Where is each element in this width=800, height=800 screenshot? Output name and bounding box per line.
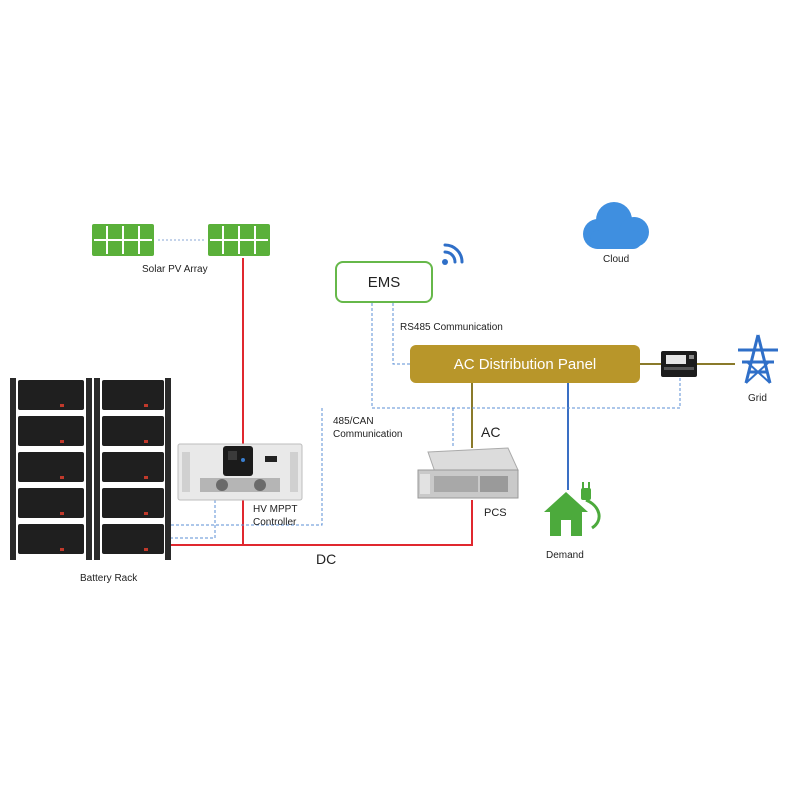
grid-label: Grid xyxy=(748,393,767,404)
ac-distribution-panel: AC Distribution Panel xyxy=(410,345,640,383)
battery-label: Battery Rack xyxy=(80,573,138,584)
can-label-line2: Communication xyxy=(333,429,403,440)
demand-label: Demand xyxy=(546,550,584,561)
ac-panel-label: AC Distribution Panel xyxy=(453,355,597,373)
transmission-tower-icon xyxy=(738,334,778,384)
wifi-icon xyxy=(442,243,464,265)
ems-label: EMS xyxy=(367,273,401,291)
dc-bus-line xyxy=(165,500,473,546)
mppt-controller-icon xyxy=(177,443,303,501)
battery-rack-icon xyxy=(10,378,171,560)
meter-icon xyxy=(661,351,697,377)
solar-label: Solar PV Array xyxy=(142,264,208,275)
cloud-label: Cloud xyxy=(603,254,630,265)
cloud-icon xyxy=(583,202,649,249)
dc-label: DC xyxy=(316,551,337,567)
mppt-label-line1: HV MPPT xyxy=(253,504,298,515)
ac-label: AC xyxy=(481,424,501,440)
comm-lines xyxy=(165,303,681,539)
solar-panel-icon xyxy=(92,224,154,256)
pcs-label: PCS xyxy=(484,507,507,519)
ems-box: EMS xyxy=(335,261,433,303)
mppt-label-line2: Controller xyxy=(253,517,297,528)
pcs-unit-icon xyxy=(417,447,519,499)
rs485-label: RS485 Communication xyxy=(400,322,503,333)
can-label-line1: 485/CAN xyxy=(333,416,374,427)
house-plug-icon xyxy=(544,482,601,536)
solar-panel-icon xyxy=(208,224,270,256)
